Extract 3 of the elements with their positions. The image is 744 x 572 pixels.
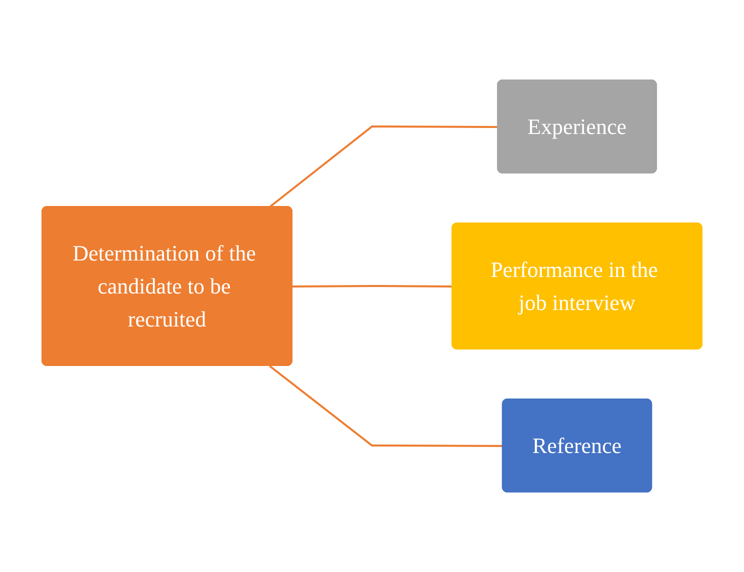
connector <box>269 365 503 447</box>
connector <box>269 126 498 208</box>
connector <box>292 285 452 288</box>
